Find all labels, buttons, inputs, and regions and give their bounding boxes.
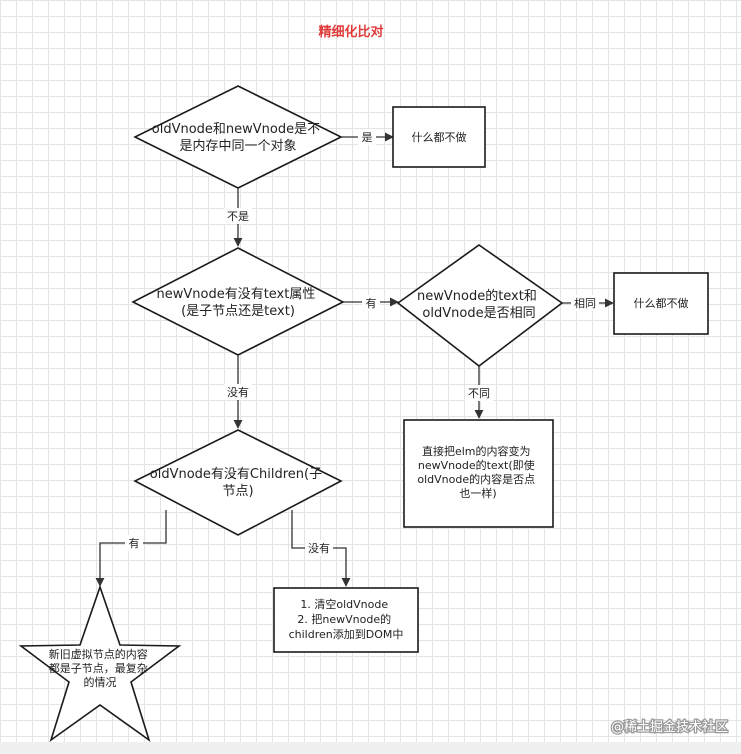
d4-line-1: oldVnode有没有Children(子 bbox=[150, 467, 322, 482]
d1-line-2: 是内存中同一个对象 bbox=[179, 138, 296, 154]
edge-label-no: 不是 bbox=[227, 210, 249, 223]
svg-text:oldVnode和newVnode是不 是内存中: oldVnode和newVnode是不 是内存中同一个对象 bbox=[152, 122, 325, 154]
box-clear-and-add: 1. 清空oldVnode 2. 把newVnode的 children添加到D… bbox=[273, 587, 419, 653]
d2-line-1: newVnode有没有text属性 bbox=[156, 287, 315, 302]
edge-label-no-children: 没有 bbox=[308, 541, 330, 555]
svg-text:oldVnode有没有Children(子 节点: oldVnode有没有Children(子 节点) bbox=[150, 467, 326, 499]
b4-line-3: children添加到DOM中 bbox=[289, 627, 404, 641]
edge-d2-d4: 没有 bbox=[224, 355, 252, 429]
d1-line-1: oldVnode和newVnode是不 bbox=[152, 122, 320, 137]
star-most-complex-case: 新旧虚拟节点的内容 都是子节点，最复杂 的情况 bbox=[18, 584, 182, 743]
s1-line-3: 的情况 bbox=[84, 675, 117, 689]
d2-line-2: (是子节点还是text) bbox=[181, 304, 295, 319]
svg-text:newVnode有没有text属性 (是子节点还: newVnode有没有text属性 (是子节点还是text) bbox=[156, 287, 319, 319]
edge-d4-b4: 没有 bbox=[291, 510, 351, 587]
edge-label-different: 不同 bbox=[468, 387, 490, 400]
svg-text:newVnode的text和 oldVnode是: newVnode的text和 oldVnode是否相同 bbox=[417, 288, 541, 321]
b3-line-2: newVnode的text(即使 bbox=[418, 458, 535, 472]
decision-same-object: oldVnode和newVnode是不 是内存中同一个对象 bbox=[133, 85, 343, 189]
edge-label-has: 有 bbox=[366, 296, 377, 310]
s1-line-1: 新旧虚拟节点的内容 bbox=[49, 647, 148, 661]
b1-line-1: 什么都不做 bbox=[412, 130, 467, 144]
edge-d3-b2: 相同 bbox=[562, 295, 614, 311]
d3-line-1: newVnode的text和 bbox=[417, 288, 537, 304]
decision-has-text: newVnode有没有text属性 (是子节点还是text) bbox=[131, 247, 345, 356]
edge-label-yes: 是 bbox=[362, 131, 373, 144]
diagram-title: 精细化比对 bbox=[318, 24, 383, 40]
watermark-text: @稀土掘金技术社区 bbox=[611, 719, 728, 735]
edge-d3-b3: 不同 bbox=[465, 366, 493, 419]
bottom-bar bbox=[0, 742, 741, 754]
b4-line-2: 2. 把newVnode的 bbox=[297, 612, 391, 626]
decision-text-same: newVnode的text和 oldVnode是否相同 bbox=[396, 244, 564, 368]
edge-label-same: 相同 bbox=[574, 297, 596, 310]
edge-d1-d2: 不是 bbox=[224, 188, 252, 247]
edge-d2-d3: 有 bbox=[343, 295, 399, 311]
b3-line-4: 也一样) bbox=[459, 486, 496, 500]
d3-line-2: oldVnode是否相同 bbox=[422, 306, 535, 321]
svg-text:直接把elm的内容变为 newVnode的tex: 直接把elm的内容变为 newVnode的text(即使 oldVnode的内容… bbox=[417, 444, 538, 500]
b2-line-1: 什么都不做 bbox=[634, 296, 689, 310]
b4-line-1: 1. 清空oldVnode bbox=[300, 597, 388, 611]
edge-label-none: 没有 bbox=[227, 385, 249, 399]
box-do-nothing-2: 什么都不做 bbox=[613, 272, 709, 335]
box-replace-text: 直接把elm的内容变为 newVnode的text(即使 oldVnode的内容… bbox=[403, 419, 554, 528]
svg-text:新旧虚拟节点的内容 都是子节点，最复杂: 新旧虚拟节点的内容 都是子节点，最复杂 的情况 bbox=[49, 647, 152, 689]
d4-line-2: 节点) bbox=[222, 484, 253, 499]
s1-line-2: 都是子节点，最复杂 bbox=[49, 661, 148, 675]
edge-label-has-children: 有 bbox=[129, 536, 140, 550]
edge-d4-s1: 有 bbox=[95, 510, 167, 587]
decision-has-children: oldVnode有没有Children(子 节点) bbox=[133, 429, 343, 536]
edge-d1-b1: 是 bbox=[341, 129, 394, 145]
b3-line-3: oldVnode的内容是否点 bbox=[417, 472, 535, 486]
box-do-nothing-1: 什么都不做 bbox=[392, 106, 486, 168]
b3-line-1: 直接把elm的内容变为 bbox=[422, 444, 531, 458]
svg-text:1. 清空oldVnode 2. 把newVno: 1. 清空oldVnode 2. 把newVnode的 children添加到D… bbox=[289, 597, 404, 641]
